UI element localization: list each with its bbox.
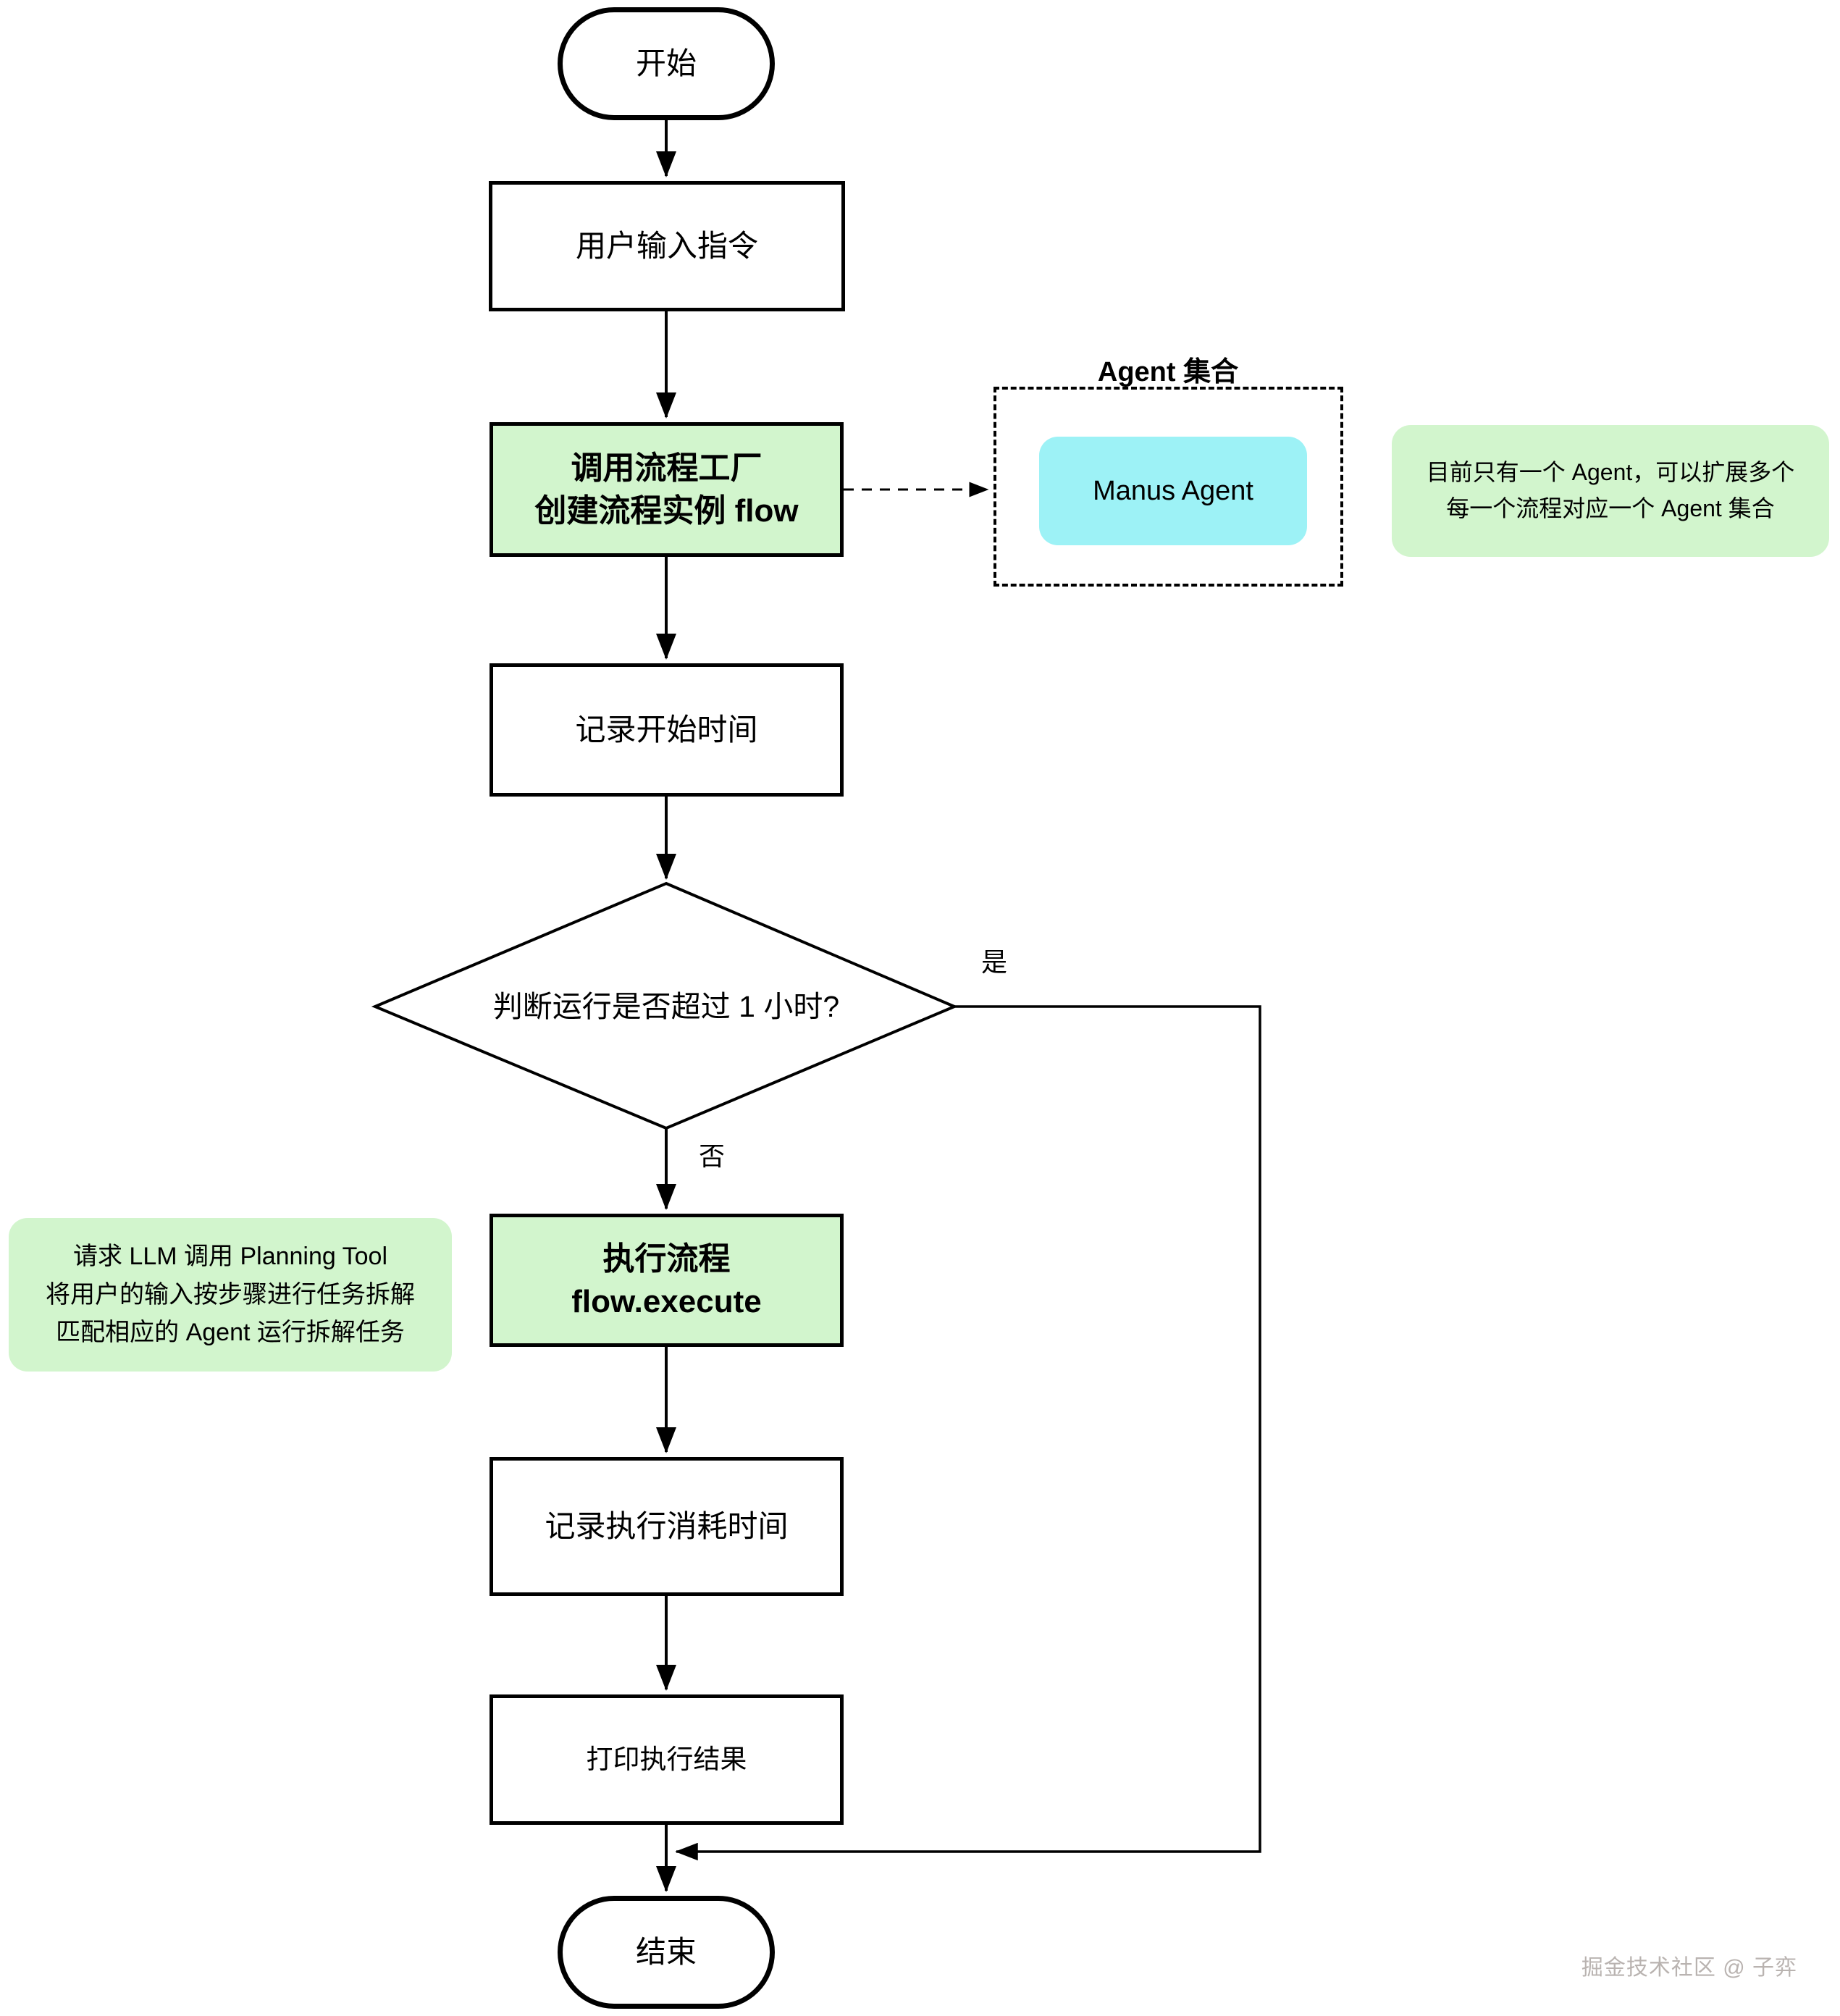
node-decision-label: 判断运行是否超过 1 小时? [492,990,840,1023]
watermark-text: 掘金技术社区 @ 子弈 [1581,1956,1797,1980]
note-agent-extensibility-line1: 目前只有一个 Agent，可以扩展多个 [1426,459,1795,486]
node-execute-flow: 执行流程 flow.execute [490,1214,844,1347]
node-create-flow: 调用流程工厂 创建流程实例 flow [490,422,844,557]
node-create-flow-line2: 创建流程实例 flow [534,493,799,529]
node-end: 结束 [558,1896,775,2009]
agent-chip-manus-label: Manus Agent [1093,475,1253,506]
agent-group-container [993,387,1343,587]
node-user-input-label: 用户输入指令 [575,228,758,263]
node-start-label: 开始 [635,46,697,80]
node-execute-flow-line1: 执行流程 [602,1240,731,1277]
node-print-result-label: 打印执行结果 [586,1744,747,1775]
node-end-label: 结束 [635,1934,697,1969]
node-record-elapsed-time-label: 记录执行消耗时间 [545,1508,789,1543]
node-user-input: 用户输入指令 [489,181,845,311]
edge-label-no: 否 [699,1141,726,1171]
node-create-flow-line1: 调用流程工厂 [571,450,763,486]
edge-decision-yes-return [675,1005,1261,1861]
node-record-start-time: 记录开始时间 [490,663,844,797]
node-execute-flow-line2: flow.execute [571,1284,762,1319]
node-start: 开始 [558,7,775,120]
note-planning-tool: 请求 LLM 调用 Planning Tool 将用户的输入按步骤进行任务拆解 … [9,1218,452,1372]
node-record-start-time-label: 记录开始时间 [575,712,758,747]
note-planning-tool-line1: 请求 LLM 调用 Planning Tool [72,1242,387,1270]
note-planning-tool-line2: 将用户的输入按步骤进行任务拆解 [46,1280,415,1309]
node-record-elapsed-time: 记录执行消耗时间 [490,1457,844,1596]
agent-chip-manus: Manus Agent [1039,437,1307,545]
agent-group-title: Agent 集合 [1097,357,1239,387]
note-agent-extensibility-line2: 每一个流程对应一个 Agent 集合 [1446,495,1775,521]
node-print-result: 打印执行结果 [490,1694,844,1825]
note-planning-tool-line3: 匹配相应的 Agent 运行拆解任务 [56,1319,405,1347]
note-agent-extensibility: 目前只有一个 Agent，可以扩展多个 每一个流程对应一个 Agent 集合 [1392,425,1829,557]
edge-label-yes: 是 [981,947,1008,977]
